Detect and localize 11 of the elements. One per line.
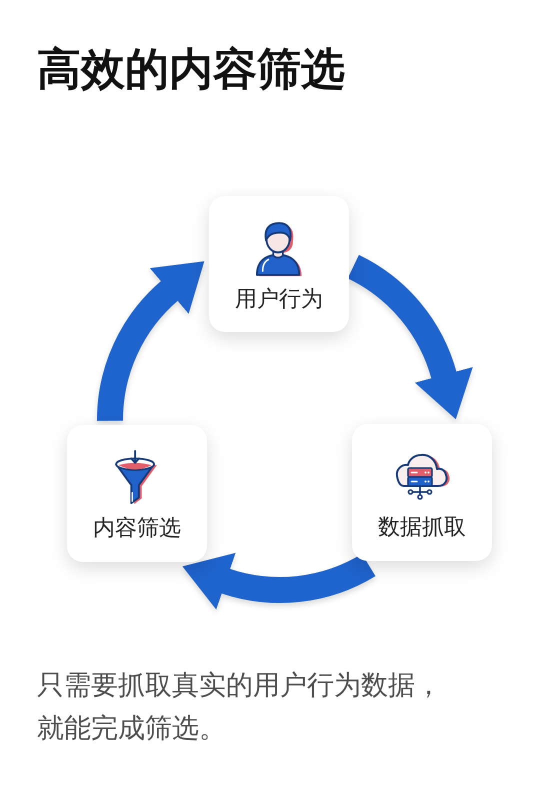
step-label: 数据抓取 [378, 514, 466, 542]
title: 高效的内容筛选 [37, 44, 345, 96]
cycle-arrow [97, 259, 202, 422]
step-label: 内容筛选 [93, 515, 181, 543]
step-label: 用户行为 [235, 286, 323, 314]
caption: 只需要抓取真实的用户行为数据，就能完成筛选。 [37, 669, 443, 746]
cycle-arrow [182, 552, 375, 610]
step-card [352, 424, 492, 561]
cycle-arrow [346, 255, 472, 418]
step-card [209, 196, 349, 332]
step-card [67, 425, 207, 562]
